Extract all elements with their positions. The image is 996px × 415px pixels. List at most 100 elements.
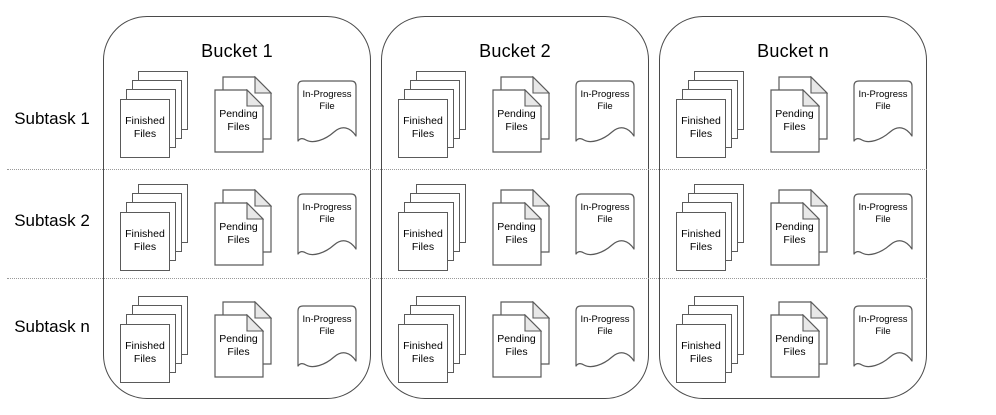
bucket-subtask-cell: Finished Files Pending Files In-Progress… bbox=[104, 61, 370, 167]
bucket-rows: Finished Files Pending Files In-Progress… bbox=[104, 17, 370, 398]
finished-files-icon: Finished Files bbox=[398, 70, 466, 158]
wavy-document-icon bbox=[853, 80, 913, 143]
pending-files-label-wrap: Pending Files bbox=[770, 202, 820, 266]
pending-files-icon: Pending Files bbox=[769, 300, 828, 378]
subtask-label-2: Subtask 2 bbox=[14, 211, 90, 230]
bucket-subtask-cell: Finished Files Pending Files In-Progress… bbox=[660, 283, 926, 395]
dogear-page-icon bbox=[769, 88, 820, 153]
finished-files-label: Finished Files bbox=[681, 340, 721, 365]
pending-files-icon: Pending Files bbox=[213, 75, 272, 153]
page-sheet-front: Finished Files bbox=[676, 211, 726, 271]
dogear-page-icon bbox=[491, 313, 542, 378]
pending-files-label-wrap: Pending Files bbox=[214, 202, 264, 266]
buckets-row: Bucket 1 Finished Files Pending Files bbox=[103, 16, 927, 399]
finished-files-icon: Finished Files bbox=[676, 295, 744, 383]
page-sheet-front: Finished Files bbox=[120, 323, 170, 383]
finished-files-icon: Finished Files bbox=[120, 70, 188, 158]
dogear-page-icon bbox=[491, 88, 542, 153]
pending-files-icon: Pending Files bbox=[213, 300, 272, 378]
in-progress-file-label: In-Progress File bbox=[302, 314, 352, 338]
page-sheet-front: Finished Files bbox=[676, 323, 726, 383]
wavy-document-icon bbox=[575, 193, 635, 256]
bucket-subtask-cell: Finished Files Pending Files In-Progress… bbox=[382, 61, 648, 167]
bucket-container: Bucket 2 Finished Files Pending Files bbox=[381, 16, 649, 399]
finished-files-icon: Finished Files bbox=[398, 183, 466, 271]
wavy-document-icon bbox=[575, 305, 635, 368]
finished-files-label: Finished Files bbox=[681, 228, 721, 253]
page-sheet-front: Finished Files bbox=[398, 323, 448, 383]
pending-files-label-wrap: Pending Files bbox=[214, 314, 264, 378]
row-separator-line bbox=[7, 169, 927, 170]
pending-files-icon: Pending Files bbox=[491, 188, 550, 266]
in-progress-file-label: In-Progress File bbox=[580, 202, 630, 226]
dogear-page-icon bbox=[213, 313, 264, 378]
subtask-label-n: Subtask n bbox=[14, 317, 90, 336]
pending-files-label: Pending Files bbox=[775, 107, 814, 133]
in-progress-file-icon: In-Progress File bbox=[853, 193, 913, 261]
pending-files-label: Pending Files bbox=[497, 332, 536, 358]
finished-files-label: Finished Files bbox=[403, 340, 443, 365]
bucket-subtask-cell: Finished Files Pending Files In-Progress… bbox=[382, 173, 648, 281]
wavy-document-icon bbox=[297, 80, 357, 143]
dogear-page-icon bbox=[769, 201, 820, 266]
in-progress-file-label: In-Progress File bbox=[580, 314, 630, 338]
pending-files-icon: Pending Files bbox=[769, 188, 828, 266]
pending-files-icon: Pending Files bbox=[769, 75, 828, 153]
pending-files-icon: Pending Files bbox=[213, 188, 272, 266]
wavy-document-icon bbox=[853, 193, 913, 256]
pending-files-label: Pending Files bbox=[775, 332, 814, 358]
pending-files-label: Pending Files bbox=[497, 107, 536, 133]
wavy-document-icon bbox=[297, 305, 357, 368]
pending-files-label-wrap: Pending Files bbox=[492, 202, 542, 266]
bucket-title: Bucket n bbox=[757, 41, 829, 61]
wavy-document-icon bbox=[297, 193, 357, 256]
in-progress-file-label: In-Progress File bbox=[858, 89, 908, 113]
finished-files-icon: Finished Files bbox=[676, 70, 744, 158]
wavy-document-icon bbox=[575, 80, 635, 143]
finished-files-label: Finished Files bbox=[681, 115, 721, 140]
finished-files-icon: Finished Files bbox=[676, 183, 744, 271]
in-progress-file-icon: In-Progress File bbox=[853, 305, 913, 373]
in-progress-file-label: In-Progress File bbox=[302, 202, 352, 226]
in-progress-file-icon: In-Progress File bbox=[297, 193, 357, 261]
in-progress-file-icon: In-Progress File bbox=[575, 193, 635, 261]
pending-files-label-wrap: Pending Files bbox=[214, 89, 264, 153]
bucket-subtask-cell: Finished Files Pending Files In-Progress… bbox=[660, 173, 926, 281]
bucket-container: Bucket n Finished Files Pending Files bbox=[659, 16, 927, 399]
row-separator-line bbox=[7, 278, 927, 279]
finished-files-icon: Finished Files bbox=[120, 183, 188, 271]
dogear-page-icon bbox=[769, 313, 820, 378]
bucket-subtask-cell: Finished Files Pending Files In-Progress… bbox=[660, 61, 926, 167]
in-progress-file-label: In-Progress File bbox=[580, 89, 630, 113]
pending-files-icon: Pending Files bbox=[491, 300, 550, 378]
pending-files-label-wrap: Pending Files bbox=[492, 314, 542, 378]
in-progress-file-icon: In-Progress File bbox=[853, 80, 913, 148]
pending-files-label-wrap: Pending Files bbox=[770, 314, 820, 378]
pending-files-label: Pending Files bbox=[775, 220, 814, 246]
in-progress-file-icon: In-Progress File bbox=[575, 305, 635, 373]
page-sheet-front: Finished Files bbox=[120, 98, 170, 158]
finished-files-label: Finished Files bbox=[403, 228, 443, 253]
in-progress-file-label: In-Progress File bbox=[858, 314, 908, 338]
finished-files-label: Finished Files bbox=[403, 115, 443, 140]
bucket-title: Bucket 2 bbox=[479, 41, 551, 61]
in-progress-file-icon: In-Progress File bbox=[297, 80, 357, 148]
finished-files-label: Finished Files bbox=[125, 115, 165, 140]
bucket-subtask-cell: Finished Files Pending Files In-Progress… bbox=[104, 173, 370, 281]
in-progress-file-label: In-Progress File bbox=[302, 89, 352, 113]
dogear-page-icon bbox=[491, 201, 542, 266]
dogear-page-icon bbox=[213, 201, 264, 266]
bucket-rows: Finished Files Pending Files In-Progress… bbox=[382, 17, 648, 398]
subtask-label-1: Subtask 1 bbox=[14, 109, 90, 128]
page-sheet-front: Finished Files bbox=[398, 98, 448, 158]
in-progress-file-icon: In-Progress File bbox=[575, 80, 635, 148]
finished-files-icon: Finished Files bbox=[398, 295, 466, 383]
page-sheet-front: Finished Files bbox=[120, 211, 170, 271]
finished-files-icon: Finished Files bbox=[120, 295, 188, 383]
in-progress-file-icon: In-Progress File bbox=[297, 305, 357, 373]
pending-files-label-wrap: Pending Files bbox=[492, 89, 542, 153]
pending-files-label-wrap: Pending Files bbox=[770, 89, 820, 153]
bucket-container: Bucket 1 Finished Files Pending Files bbox=[103, 16, 371, 399]
page-sheet-front: Finished Files bbox=[398, 211, 448, 271]
